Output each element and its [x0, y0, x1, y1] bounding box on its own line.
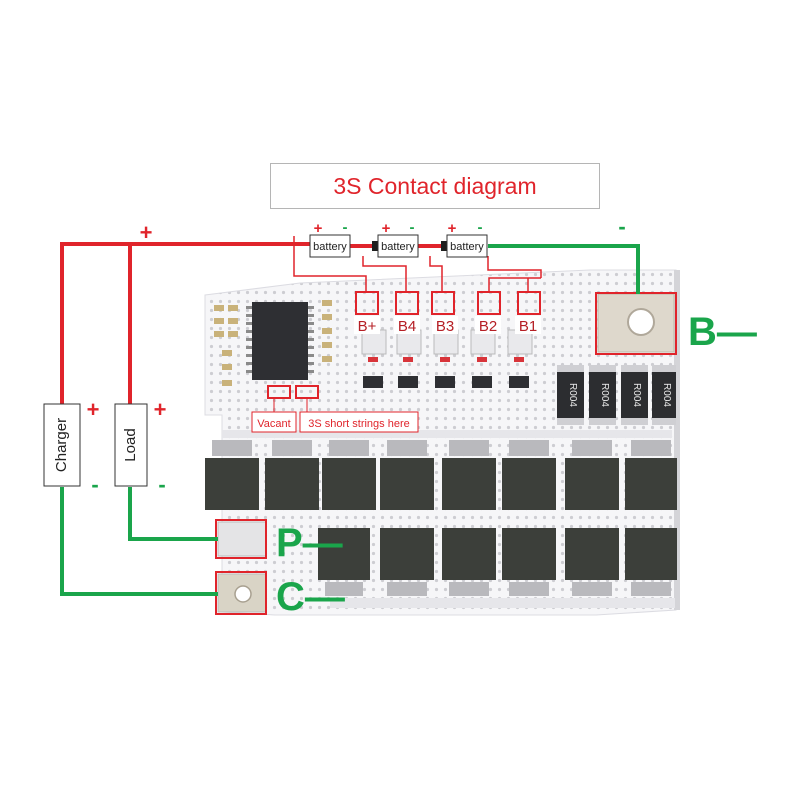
- charger-plus: +: [87, 397, 100, 422]
- note-short-strings: 3S short strings here: [308, 418, 410, 430]
- b-minus-terminal-hole: [627, 308, 655, 336]
- balance-leads: [293, 236, 542, 292]
- title-box: 3S Contact diagram: [270, 163, 600, 209]
- battery-3-label: battery: [450, 241, 484, 253]
- shunt-resistors: R004 R004 R004 R004: [557, 365, 676, 425]
- resistor-mark-2: R004: [599, 383, 610, 407]
- resistor-mark-3: R004: [631, 383, 642, 407]
- battery-3-plus: +: [448, 220, 457, 237]
- battery-1: battery + -: [309, 219, 351, 258]
- load-minus: -: [158, 472, 165, 497]
- battery-1-plus: +: [314, 220, 323, 237]
- battery-2: battery + -: [377, 219, 419, 258]
- pad-labels: B+ B4 B3 B2 B1: [354, 316, 541, 335]
- charger-minus: -: [91, 472, 98, 497]
- pad-label-b2: B2: [479, 318, 497, 335]
- mosfet-row-top: [205, 458, 677, 510]
- pad-label-b3: B3: [436, 318, 454, 335]
- battery-2-minus: -: [410, 219, 415, 236]
- terminal-label-c-minus: C—: [276, 575, 345, 619]
- charger-label: Charger: [53, 418, 70, 472]
- terminal-label-p-minus: P—: [276, 521, 343, 565]
- load-box: Load + -: [114, 397, 167, 497]
- battery-1-minus: -: [343, 219, 348, 236]
- battery-2-label: battery: [381, 241, 415, 253]
- main-minus-sign: -: [618, 214, 625, 239]
- battery-3-minus: -: [478, 219, 483, 236]
- resistor-mark-4: R004: [661, 383, 672, 407]
- mosfet-row-bottom: [318, 528, 677, 580]
- charger-box: Charger + -: [43, 397, 100, 497]
- c-minus-terminal-hole: [234, 585, 252, 603]
- controller-chip: [252, 302, 308, 380]
- b-minus-wire: [488, 244, 640, 294]
- terminal-label-b-minus: B—: [688, 310, 757, 354]
- notes: Vacant 3S short strings here: [251, 398, 419, 433]
- pad-label-b-plus: B+: [358, 318, 377, 335]
- load-label: Load: [122, 428, 139, 461]
- p-minus-pad: [217, 521, 267, 557]
- battery-3: battery + -: [446, 219, 488, 258]
- pad-label-b4: B4: [398, 318, 416, 335]
- pad-label-b1: B1: [519, 318, 537, 335]
- pcb-board: R004 R004 R004 R004: [204, 269, 680, 616]
- page-title: 3S Contact diagram: [333, 172, 537, 199]
- load-plus: +: [154, 397, 167, 422]
- resistor-mark-1: R004: [567, 383, 578, 407]
- main-plus-sign: +: [140, 220, 153, 245]
- charger-negative-wire: [60, 487, 218, 596]
- battery-2-plus: +: [382, 220, 391, 237]
- load-negative-wire: [128, 487, 218, 541]
- battery-1-label: battery: [313, 241, 347, 253]
- main-positive-wire: [60, 242, 310, 407]
- note-vacant: Vacant: [257, 418, 290, 430]
